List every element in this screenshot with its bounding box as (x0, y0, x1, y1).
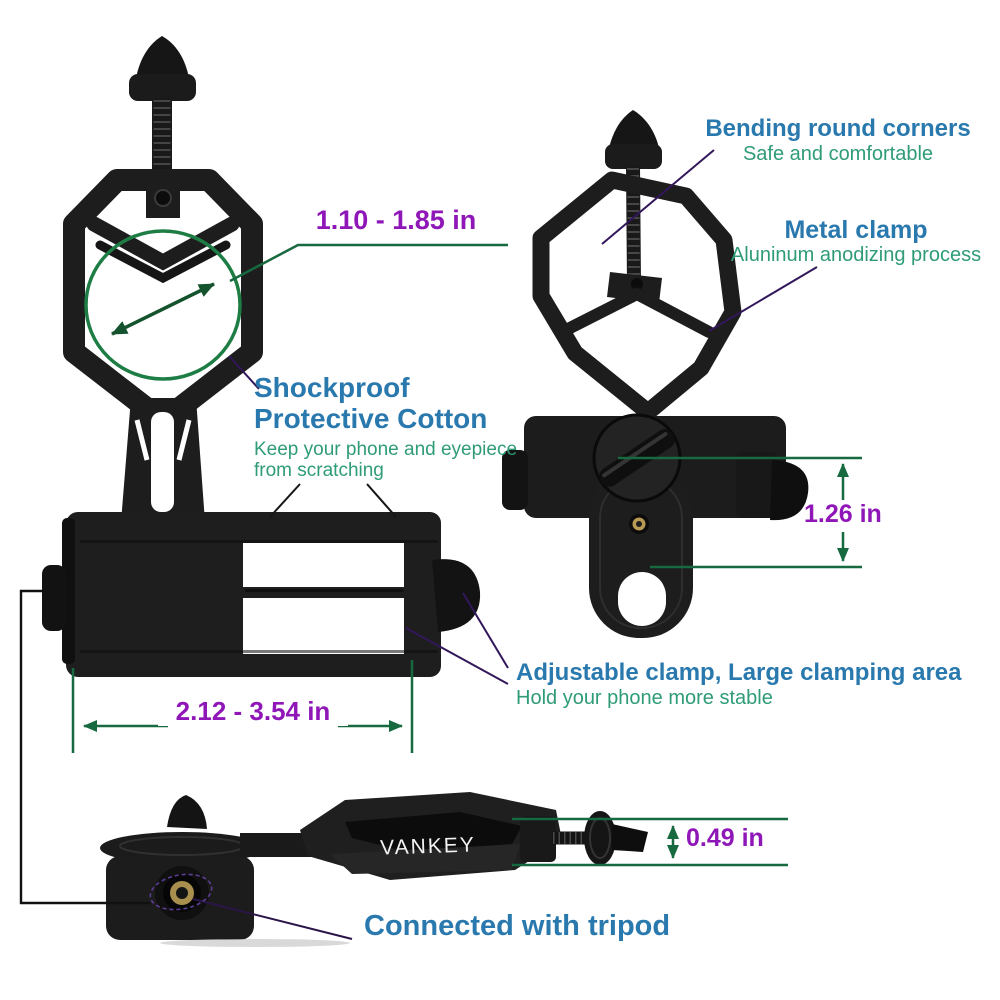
shockproof-callout: Shockproof Protective Cotton Keep your p… (254, 372, 534, 481)
annotation-leader-lines (19, 149, 818, 940)
brand-logo-text: VANKEY (379, 833, 477, 860)
eyepiece-diameter-label: 1.10 - 1.85 in (315, 205, 477, 235)
shockproof-subtitle: Keep your phone and eyepiece from scratc… (254, 438, 518, 481)
bending-corners-subtitle: Safe and comfortable (742, 142, 934, 165)
screw-height-label: 0.49 in (686, 824, 764, 852)
metal-clamp-title: Metal clamp (784, 216, 928, 244)
adjustable-clamp-subtitle: Hold your phone more stable (516, 686, 773, 709)
bending-corners-title: Bending round corners (705, 115, 971, 142)
front-view-adapter (42, 36, 481, 677)
shockproof-title: Shockproof Protective Cotton (254, 372, 488, 435)
adjustable-clamp-callout: Adjustable clamp, Large clamping area Ho… (516, 659, 986, 709)
clamp-width-label: 2.12 - 3.54 in (158, 696, 348, 727)
metal-clamp-subtitle: Aluninum anodizing process (730, 244, 982, 266)
dimension-lines (71, 243, 862, 867)
clamp-height-label: 1.26 in (804, 500, 882, 528)
metal-clamp-callout: Metal clamp Aluninum anodizing process (728, 216, 984, 266)
bending-corners-callout: Bending round corners Safe and comfortab… (692, 115, 984, 165)
adjustable-clamp-title: Adjustable clamp, Large clamping area (516, 659, 962, 686)
side-view-adapter (502, 110, 809, 638)
bottom-view-adapter (100, 792, 648, 947)
tripod-callout: Connected with tripod (364, 910, 671, 942)
